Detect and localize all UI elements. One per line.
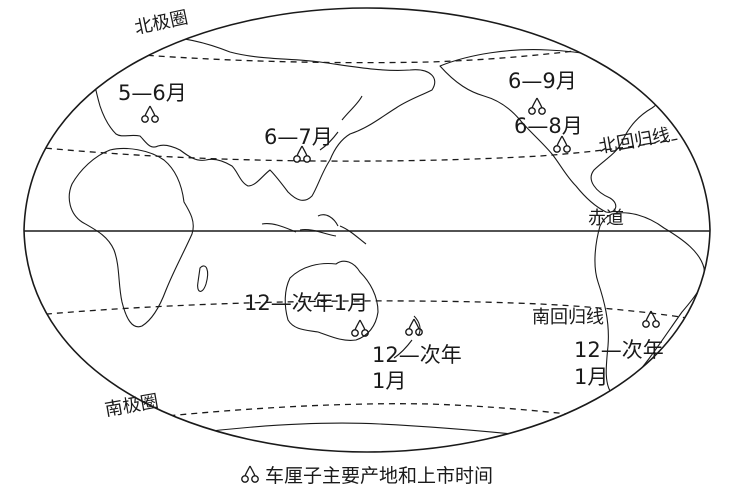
antarctic-circle-label: 南极圈 (103, 391, 160, 421)
equator-label: 赤道 (588, 208, 624, 229)
harvest-period-new-zealand-line1: 12—次年 (372, 343, 462, 367)
tropic-of-cancer-line (24, 131, 710, 162)
world-map: 北极圈 北回归线 赤道 南回归线 南极圈 5—6月 6—7月 6—9月 6—8月… (23, 7, 711, 453)
cherry-icon (241, 465, 259, 483)
new-zealand-outline (393, 315, 421, 359)
tropic-of-capricorn-label: 南回归线 (532, 307, 604, 328)
map-legend: 车厘子主要产地和上市时间 (0, 461, 734, 488)
harvest-period-south-america-line1: 12—次年 (574, 338, 664, 362)
eurasia-outline (91, 36, 436, 201)
arctic-circle-label: 北极圈 (133, 7, 190, 39)
harvest-period-europe: 5—6月 (118, 81, 187, 105)
africa-outline (68, 147, 194, 328)
harvest-period-south-america-line2: 1月 (574, 365, 608, 389)
harvest-period-new-zealand-line2: 1月 (372, 369, 406, 393)
greenland-outline (601, 15, 664, 56)
australia-outline (284, 260, 379, 341)
harvest-period-east-asia: 6—7月 (264, 125, 333, 149)
japan-outline (319, 95, 363, 151)
harvest-period-north-america-north: 6—9月 (508, 69, 577, 93)
antarctic-circle-line (59, 403, 701, 433)
indonesia-outline (261, 214, 367, 245)
tropic-of-capricorn-line (24, 300, 710, 323)
harvest-period-north-america-west: 6—8月 (514, 114, 583, 138)
legend-label: 车厘子主要产地和上市时间 (264, 465, 493, 487)
madagascar-outline (197, 265, 209, 292)
harvest-period-australia: 12—次年1月 (244, 291, 368, 315)
